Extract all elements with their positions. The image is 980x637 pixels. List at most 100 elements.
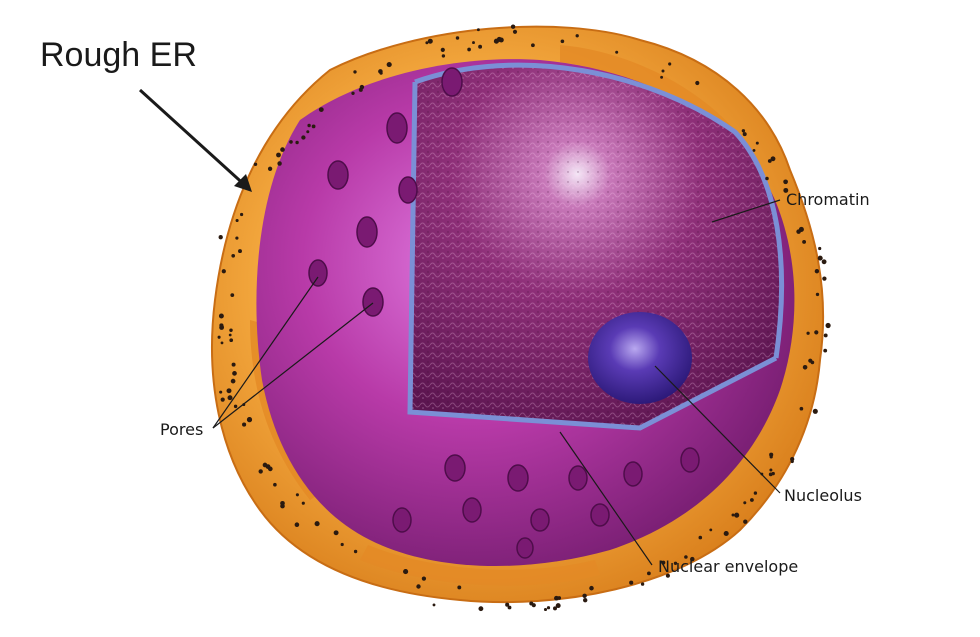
ribosome-dot	[769, 455, 773, 459]
pore	[623, 461, 643, 487]
ribosome-dot	[743, 501, 747, 505]
pore	[590, 503, 610, 527]
ribosome-dot	[799, 406, 804, 411]
ribosome-dot	[476, 28, 480, 32]
ribosome-dot	[221, 269, 226, 274]
label-pores: Pores	[160, 420, 204, 439]
pore	[530, 508, 550, 532]
ribosome-dot	[647, 571, 651, 576]
ribosome-dot	[742, 132, 747, 137]
ribosome-dot	[512, 29, 518, 34]
ribosome-dot	[505, 602, 510, 607]
pore	[308, 259, 328, 287]
ribosome-dot	[455, 36, 460, 40]
ribosome-dot	[228, 333, 232, 337]
ribosome-dot	[239, 212, 244, 217]
ribosome-dot	[295, 493, 299, 497]
ribosome-dot	[629, 580, 634, 585]
ribosome-dot	[770, 156, 776, 162]
ribosome-dot	[750, 498, 754, 502]
ribosome-dot	[743, 519, 748, 524]
ribosome-dot	[307, 123, 311, 128]
ribosome-dot	[232, 371, 237, 376]
ribosome-dot	[560, 39, 565, 44]
ribosome-dot	[218, 235, 223, 240]
pore	[568, 465, 588, 491]
ribosome-dot	[684, 555, 688, 559]
ribosome-dot	[823, 348, 828, 353]
ribosome-dot	[229, 328, 233, 333]
ribosome-dot	[311, 124, 316, 129]
ribosome-dot	[227, 395, 233, 401]
ribosome-dot	[821, 259, 827, 265]
ribosome-dot	[472, 41, 475, 45]
pore	[327, 160, 349, 190]
ribosome-dot	[273, 482, 277, 487]
ribosome-dot	[783, 187, 789, 193]
ribosome-dot	[247, 417, 252, 422]
ribosome-dot	[231, 253, 236, 258]
ribosome-dot	[235, 218, 239, 223]
ribosome-dot	[814, 330, 819, 335]
pore	[356, 216, 378, 248]
ribosome-dot	[233, 404, 238, 409]
ribosome-dot	[353, 70, 357, 74]
pores-leader-line	[212, 276, 319, 429]
ribosome-dot	[507, 605, 512, 610]
ribosome-dots	[217, 24, 831, 612]
er-fold	[560, 45, 735, 140]
pore	[507, 464, 529, 492]
nucleolus	[588, 312, 692, 404]
ribosome-dot	[289, 140, 293, 144]
label-rough-er: Rough ER	[40, 36, 197, 74]
ribosome-dot	[403, 569, 409, 575]
ribosome-dot	[351, 91, 355, 95]
ribosome-dot	[823, 333, 828, 338]
ribosome-dot	[294, 522, 300, 527]
ribosome-dot	[640, 582, 645, 586]
ribosome-dot	[665, 573, 670, 578]
ribosome-dot	[425, 41, 429, 45]
ribosome-dot	[318, 107, 324, 113]
pore	[462, 497, 482, 523]
ribosome-dot	[441, 54, 446, 58]
ribosome-dot	[230, 293, 235, 297]
ribosome-dot	[220, 397, 225, 402]
ribosome-dot	[806, 331, 810, 335]
ribosome-dot	[753, 491, 758, 495]
ribosome-dot	[416, 584, 421, 589]
ribosome-dot	[242, 422, 247, 427]
ribosome-dot	[301, 135, 306, 140]
label-chromatin: Chromatin	[786, 190, 870, 209]
ribosome-dot	[258, 469, 263, 474]
ribosome-dot	[219, 390, 223, 394]
ribosome-dot	[386, 62, 392, 68]
ribosome-dot	[253, 162, 258, 167]
ribosome-dot	[231, 362, 236, 367]
ribosome-dot	[546, 606, 551, 610]
ribosome-dot	[219, 323, 224, 328]
ribosome-dot	[427, 38, 433, 44]
ribosome-dot	[752, 148, 756, 152]
ribosome-dot	[698, 535, 703, 540]
ribosome-dot	[378, 69, 383, 74]
ribosome-dot	[306, 130, 310, 134]
ribosome-dot	[353, 549, 358, 554]
ribosome-dot	[808, 358, 813, 363]
nuclear-envelope-rim	[414, 62, 785, 359]
ribosome-dot	[218, 313, 224, 319]
ribosome-dot	[661, 560, 666, 565]
ribosome-dot	[796, 229, 801, 234]
rough-er-arrow-line	[138, 88, 250, 190]
ribosome-dot	[709, 528, 713, 532]
label-nucleolus: Nucleolus	[784, 486, 862, 505]
ribosome-dot	[220, 341, 224, 345]
ribosome-dot	[582, 593, 587, 599]
ribosome-dot	[814, 269, 820, 274]
pore	[386, 112, 408, 144]
pore	[680, 447, 700, 473]
ribosome-dot	[432, 603, 436, 607]
ribosome-dot	[467, 47, 471, 52]
ribosome-dot	[802, 239, 807, 244]
ribosome-dot	[340, 542, 344, 547]
